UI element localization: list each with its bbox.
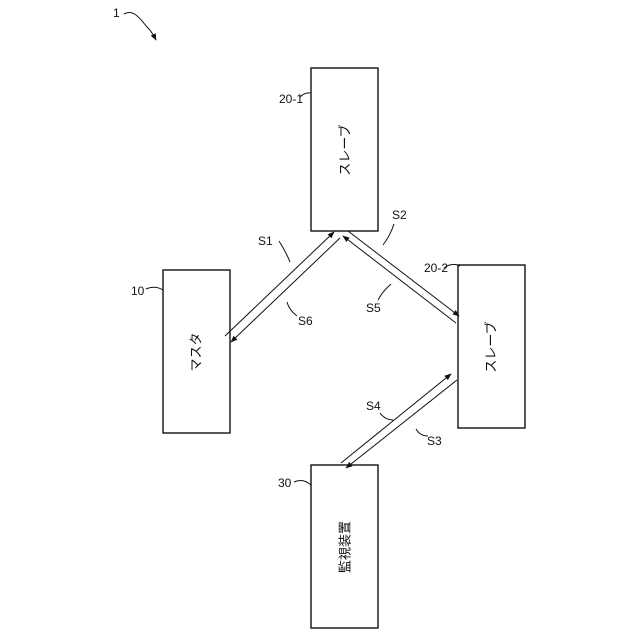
master-ref-leader	[146, 287, 163, 290]
signal-s4-label: S4	[366, 399, 381, 413]
monitor-ref-leader	[294, 481, 311, 485]
arrow-s6	[231, 238, 340, 342]
monitor-ref: 30	[278, 476, 292, 490]
signal-s1-label: S1	[258, 234, 273, 248]
signal-s1-leader	[279, 241, 290, 262]
slave-1-ref: 20-1	[279, 92, 303, 106]
master-ref: 10	[131, 284, 145, 298]
arrow-s3	[346, 380, 457, 468]
signal-s6-leader	[287, 302, 297, 316]
figure-ref-label: 1	[113, 6, 120, 20]
master-label: マスタ	[190, 332, 205, 371]
signal-s2-label: S2	[392, 208, 407, 222]
figure-ref-leader	[124, 13, 156, 40]
signal-s2-leader	[383, 224, 394, 245]
arrow-s5	[343, 236, 456, 323]
signal-s3-label: S3	[427, 434, 442, 448]
arrow-s1	[225, 232, 334, 336]
signal-s4-leader	[380, 413, 393, 420]
monitor-label: 監視装置	[338, 521, 354, 573]
signal-s5-leader	[378, 284, 391, 300]
signal-s5-label: S5	[366, 301, 381, 315]
signal-s6-label: S6	[298, 314, 313, 328]
slave-1-label: スレーブ	[338, 124, 354, 175]
slave-2-label: スレーブ	[484, 321, 500, 372]
arrow-s4	[341, 374, 451, 463]
